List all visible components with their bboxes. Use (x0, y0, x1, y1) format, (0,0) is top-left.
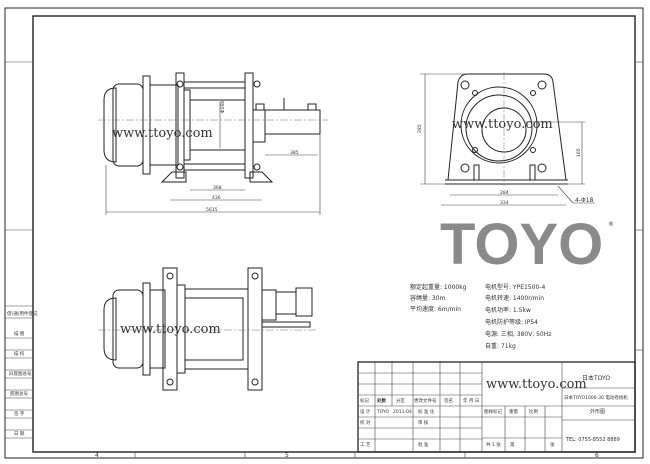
watermark-url: www.ttoyo.com (120, 322, 221, 337)
mark-header: 比例 (529, 408, 538, 415)
check-label: 审 核 (418, 419, 429, 426)
rev-header: 年 月 日 (463, 397, 479, 404)
title-website: www.ttoyo.com (486, 377, 587, 392)
drawing-name-sub: 外形图 (590, 408, 605, 415)
winch-side-view: 285 165 284 334 4-Φ18 www.ttoyo.com (417, 72, 595, 206)
spec-line: 电机防护等级: IP54 (485, 318, 538, 326)
side-label: 借(通)用件登记 (7, 310, 38, 317)
rev-header: 分区 (396, 397, 405, 404)
mark-header: 重量 (509, 408, 518, 415)
dim-feet: 436 (212, 195, 221, 201)
spec-line: 自重: 71kg (485, 342, 516, 350)
approve-label: 批 准 (418, 441, 429, 448)
spec-line: 电机型号: YPE1500-4 (485, 283, 545, 291)
side-label: 旧底图总号 (9, 370, 32, 377)
spec-line: 电机转速: 1400r/min (485, 294, 544, 302)
inner-border (32, 15, 636, 453)
mark-header: 图样标记 (484, 408, 502, 415)
design-date: 2011-04 (393, 409, 412, 415)
draw-label: 校 对 (360, 419, 371, 426)
dim-shaft: 385 (290, 150, 299, 156)
zone-ticks (5, 61, 643, 458)
dim-overall: 5615 (206, 207, 218, 213)
registered-mark: ® (608, 221, 614, 228)
dim-center: 165 (576, 148, 582, 157)
rev-header: 标记 (360, 397, 369, 404)
spec-line: 额定起重量: 1000kg (410, 283, 467, 291)
winch-top-view: www.ttoyo.com (98, 267, 318, 391)
spec-line: 电源: 三相, 380V, 50Hz (485, 330, 551, 338)
toyo-logo: TOYO (440, 212, 603, 277)
side-label-column: 借(通)用件登记 描 图 描 校 旧底图总号 底图总号 签 字 日 期 (5, 305, 38, 439)
dim-bolt-span: 284 (500, 190, 509, 196)
dim-drum-dia: Φ168 (220, 101, 226, 113)
watermark-url: www.ttoyo.com (112, 126, 213, 141)
sheet-total: 共 1 张 (486, 441, 501, 448)
company-name: 日本TOYO (582, 374, 610, 382)
zone-number: 4 (95, 452, 99, 459)
designer: TOYO (376, 409, 390, 415)
spec-line: 平均速度: 6m/min (410, 305, 461, 313)
standard-label: 标 准 化 (418, 408, 435, 415)
side-label: 日 期 (14, 431, 25, 437)
drawing-name: 日本TOYO1000-30 电动卷扬机 (564, 394, 628, 401)
title-block: 标记 处数 分区 更改文件号 签名 年 月 日 设 计 TOYO 2011-04… (357, 361, 636, 453)
spec-notes: 额定起重量: 1000kg 容绳量: 30m 平均速度: 6m/min 电机型号… (410, 283, 551, 350)
rev-header: 处数 (376, 397, 386, 404)
side-label: 底图总号 (10, 390, 28, 397)
watermark-url: www.ttoyo.com (452, 117, 553, 132)
side-label: 描 校 (14, 350, 25, 357)
sheet-label: 张 (550, 441, 555, 448)
zone-number: 5 (285, 452, 289, 459)
zone-number: 6 (595, 452, 599, 459)
process-label: 工 艺 (360, 442, 371, 448)
dim-holes: 4-Φ18 (575, 197, 594, 204)
design-label: 设 计 (360, 408, 371, 415)
dim-inner: 368 (213, 185, 222, 191)
side-label: 描 图 (14, 330, 25, 337)
spec-line: 容绳量: 30m (410, 294, 446, 302)
dim-height: 285 (417, 124, 423, 133)
winch-front-view: Φ168 385 368 436 5615 www.ttoyo.com (98, 72, 328, 215)
spec-line: 电机功率: 1.5kw (485, 306, 531, 314)
outer-border (4, 7, 644, 459)
side-label: 签 字 (14, 410, 25, 417)
rev-header: 签名 (444, 397, 453, 404)
phone: TEL: 0755-8552 8889 (565, 437, 620, 443)
rev-header: 更改文件号 (414, 397, 437, 404)
dim-base: 334 (500, 200, 509, 206)
sheet-label: 第 (510, 441, 515, 448)
